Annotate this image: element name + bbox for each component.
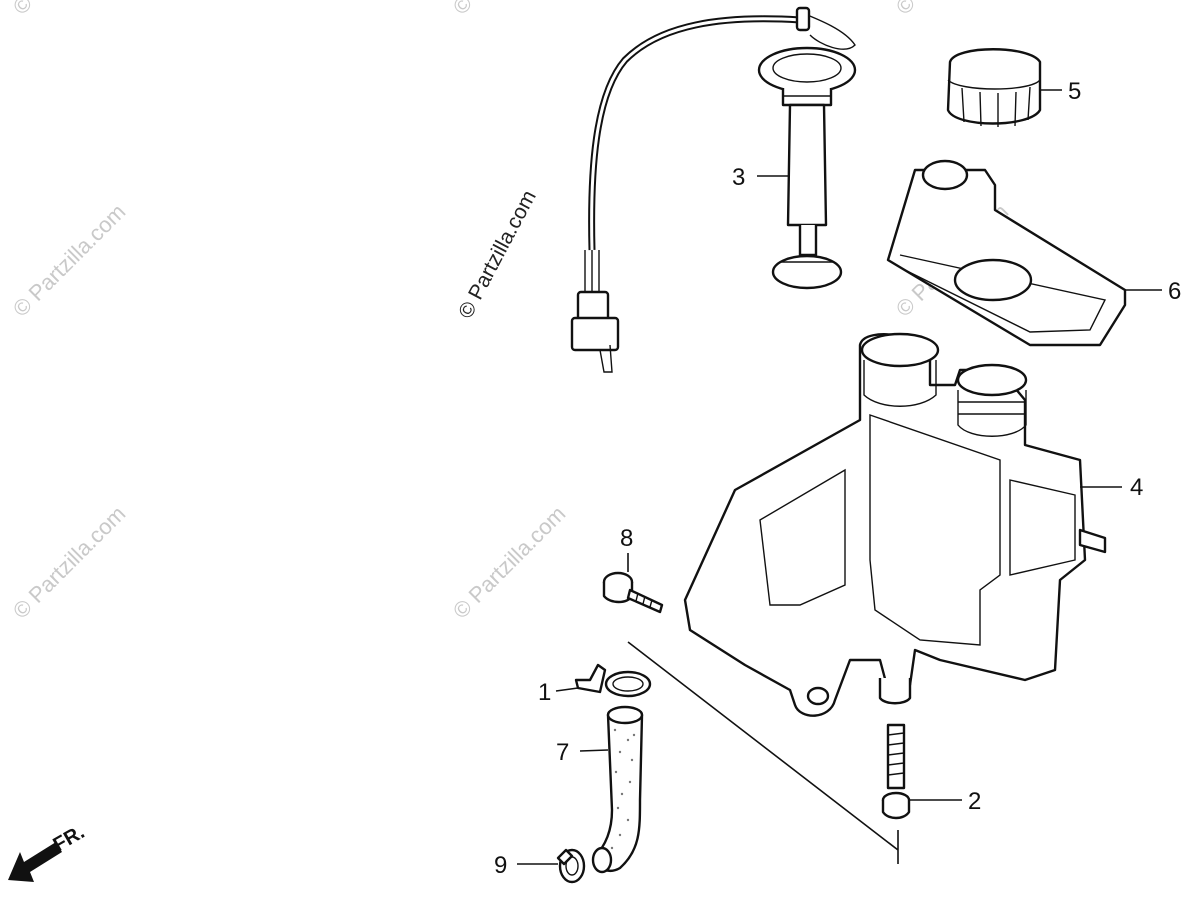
- callout-4: 4: [1130, 474, 1143, 501]
- copyright-text: © Partzilla.com: [454, 187, 541, 323]
- watermark: © Partzilla.com: [891, 0, 1014, 20]
- callout-5: 5: [1068, 78, 1081, 105]
- callout-9: 9: [494, 852, 507, 879]
- callout-3: 3: [732, 164, 745, 191]
- callout-7: 7: [556, 739, 569, 766]
- small-hose-clip: [556, 848, 586, 884]
- group-bracket-line: [627, 641, 899, 864]
- oil-tank: [683, 332, 1107, 717]
- callout-8: 8: [620, 525, 633, 552]
- oil-hose: [591, 705, 644, 874]
- drain-bolt: [881, 723, 911, 820]
- tank-cap: [946, 48, 1042, 127]
- oil-level-switch: [757, 46, 857, 290]
- watermark: © Partzilla.com: [448, 501, 571, 624]
- flange-bolt: [602, 571, 664, 614]
- callout-2: 2: [968, 788, 981, 815]
- front-direction-arrow: FR.: [8, 821, 88, 882]
- watermark: © Partzilla.com: [8, 0, 131, 20]
- callout-6: 6: [1168, 278, 1181, 305]
- tank-bracket: [886, 159, 1127, 347]
- watermark: © Partzilla.com: [8, 199, 131, 322]
- callout-1: 1: [538, 679, 551, 706]
- arrow-icon: [8, 842, 62, 882]
- watermark: © Partzilla.com: [448, 0, 571, 20]
- hose-clip: [574, 663, 652, 698]
- watermark: © Partzilla.com: [8, 501, 131, 624]
- level-switch-wire: [570, 6, 856, 373]
- leader-lines: [517, 89, 1162, 865]
- hose-texture: [610, 728, 636, 850]
